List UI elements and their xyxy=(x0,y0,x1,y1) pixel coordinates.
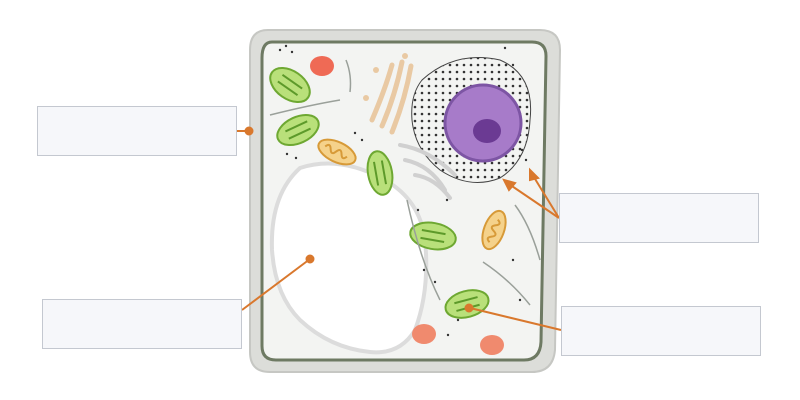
ribosomes xyxy=(278,44,528,337)
chloroplast xyxy=(276,113,320,147)
vacuole-label-box[interactable] xyxy=(42,299,242,349)
pointer-nucleus-a xyxy=(505,181,560,219)
cell-wall-label-box[interactable] xyxy=(37,106,237,156)
chloroplast xyxy=(409,221,457,251)
smooth-er xyxy=(398,143,457,200)
golgi-apparatus xyxy=(363,53,414,135)
peroxisomes xyxy=(310,56,504,355)
mitochondrion xyxy=(317,138,357,166)
pointer-vacuole xyxy=(241,258,311,311)
nucleus-label-box[interactable] xyxy=(559,193,759,243)
pointer-nucleus-b xyxy=(531,173,560,219)
mitochondria xyxy=(317,138,507,251)
pointer-chloroplast xyxy=(469,307,562,331)
cytoskeleton xyxy=(269,59,541,306)
chloroplasts xyxy=(269,66,490,319)
chloroplast xyxy=(366,150,394,196)
pointer-lines xyxy=(237,126,562,331)
chloroplast xyxy=(269,66,311,104)
mitochondrion xyxy=(481,209,507,251)
chloroplast-label-box[interactable] xyxy=(561,306,761,356)
nucleus xyxy=(443,83,523,163)
